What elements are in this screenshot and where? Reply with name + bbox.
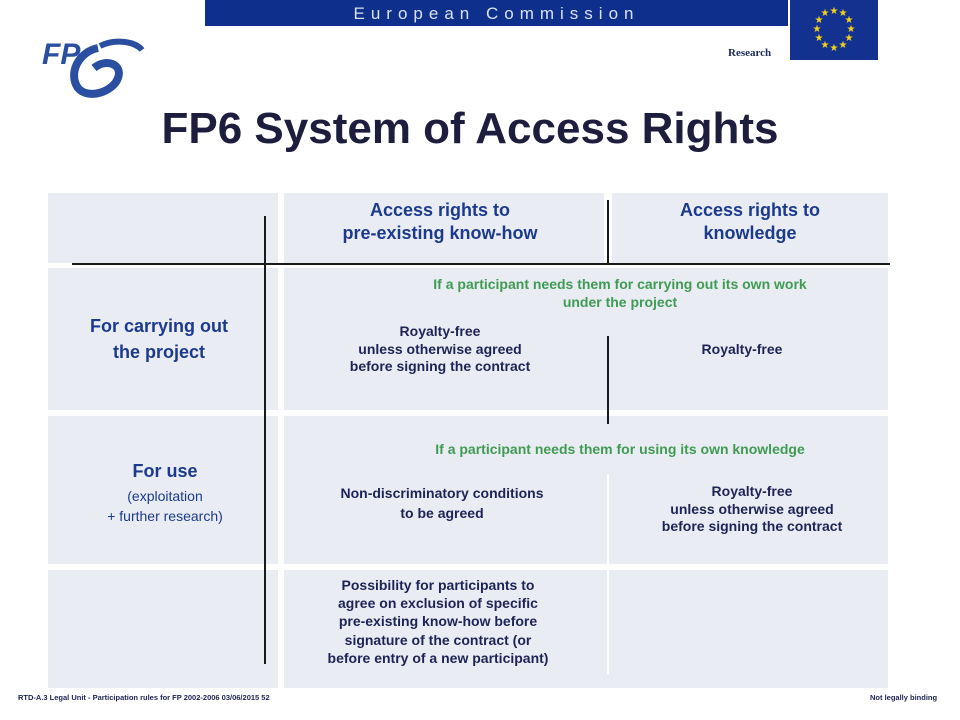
cell-row2-label bbox=[48, 416, 278, 564]
col-header-preexisting: Access rights to pre-existing know-how bbox=[342, 200, 538, 243]
cell-row3-label bbox=[48, 570, 278, 688]
divider-line bbox=[264, 216, 266, 664]
fp6-logo: FP bbox=[38, 28, 148, 100]
svg-text:★: ★ bbox=[830, 43, 839, 54]
ec-banner: European Commission bbox=[205, 0, 788, 26]
footer-right: Not legally binding bbox=[870, 693, 938, 702]
condition-for-use: If a participant needs them for using it… bbox=[435, 441, 805, 457]
svg-text:★: ★ bbox=[821, 8, 830, 19]
footer-left: RTD-A.3 Legal Unit - Participation rules… bbox=[18, 693, 270, 702]
svg-text:★: ★ bbox=[845, 15, 854, 26]
divider-line bbox=[607, 474, 609, 674]
svg-text:★: ★ bbox=[815, 33, 824, 44]
cell-row1-label bbox=[48, 268, 278, 410]
eu-flag-icon: ★★★ ★★★ ★★★ ★★★ bbox=[790, 0, 878, 60]
ec-banner-text: European Commission bbox=[353, 4, 640, 23]
carrying-knowledge-terms: Royalty-free bbox=[701, 341, 783, 357]
svg-text:★: ★ bbox=[845, 33, 854, 44]
exclusion-note: Possibility for participants to agree on… bbox=[327, 577, 549, 666]
svg-text:★: ★ bbox=[839, 40, 848, 51]
svg-text:★: ★ bbox=[821, 40, 830, 51]
cell-top-left bbox=[48, 193, 278, 263]
research-label: Research bbox=[728, 47, 772, 59]
carrying-preexisting-terms: Royalty-free unless otherwise agreed bef… bbox=[349, 323, 531, 374]
row-label-for-use: For use bbox=[132, 461, 198, 481]
cell-row2-body bbox=[284, 416, 888, 564]
svg-text:★: ★ bbox=[847, 24, 856, 35]
col-header-knowledge: Access rights to knowledge bbox=[679, 200, 821, 243]
divider-line bbox=[607, 336, 609, 424]
condition-carrying-out: If a participant needs them for carrying… bbox=[433, 276, 807, 310]
cell-row3-body bbox=[284, 570, 888, 688]
row-label-carrying-out: For carrying out the project bbox=[89, 316, 228, 363]
divider-line bbox=[72, 263, 890, 265]
row-label-for-use-sub: (exploitation + further research) bbox=[107, 488, 223, 524]
cell-header-knowledge bbox=[612, 193, 888, 263]
divider-line bbox=[607, 200, 609, 264]
cell-header-preexisting bbox=[284, 193, 604, 263]
use-knowledge-terms: Royalty-free unless otherwise agreed bef… bbox=[661, 483, 843, 534]
cell-row1-body bbox=[284, 268, 888, 410]
svg-text:★: ★ bbox=[815, 15, 824, 26]
svg-text:★: ★ bbox=[813, 24, 822, 35]
svg-text:★: ★ bbox=[830, 6, 839, 17]
page-title: FP6 System of Access Rights bbox=[161, 104, 779, 153]
use-preexisting-terms: Non-discriminatory conditions to be agre… bbox=[340, 485, 544, 522]
svg-text:★: ★ bbox=[839, 8, 848, 19]
